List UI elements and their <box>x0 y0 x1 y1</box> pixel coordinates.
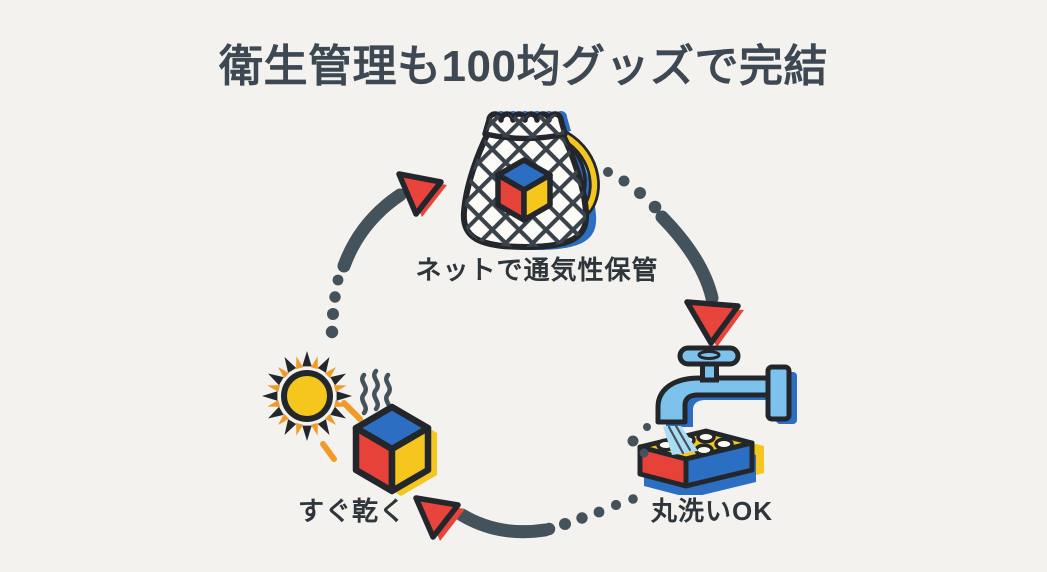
faucet-washing-block-icon <box>627 345 797 495</box>
arrow-storage-to-wash <box>603 167 744 347</box>
sun-rays-dark <box>262 351 352 441</box>
step-label-dry: すぐ乾く <box>297 496 406 526</box>
water-stream-icon <box>663 424 698 455</box>
bag-rim-mesh <box>485 114 565 139</box>
faucet-icon <box>655 345 792 425</box>
page-title: 衛生管理も100均グッズで完結 <box>219 42 828 91</box>
toy-block-icon <box>495 157 553 223</box>
arrowhead-icon <box>684 299 741 346</box>
toy-block-icon <box>352 403 432 495</box>
step-label-wash: 丸洗いOK <box>650 496 773 526</box>
arrow-dry-to-storage <box>325 171 447 339</box>
sun-rays-orange <box>267 356 347 436</box>
arrowhead-icon <box>396 171 444 217</box>
sunbeam-lines <box>320 400 363 462</box>
sun-icon <box>262 351 352 441</box>
steam-icon <box>360 368 392 416</box>
sun-drying-block-icon <box>262 351 437 496</box>
arrow-wash-to-dry <box>413 494 638 541</box>
step-label-storage: ネットで通気性保管 <box>415 255 659 285</box>
arrowhead-icon <box>413 495 461 540</box>
splash-drops-icon <box>627 423 651 458</box>
mesh-bag-with-block-icon <box>460 111 600 250</box>
